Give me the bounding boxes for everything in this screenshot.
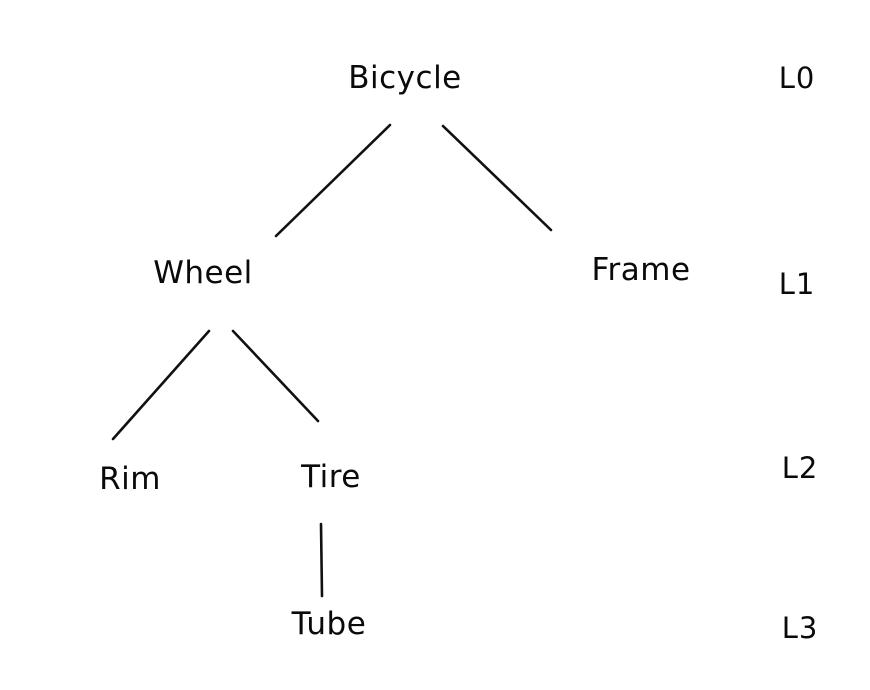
edge-tire-tube	[319, 522, 324, 598]
level-label-l0: L0	[779, 61, 816, 95]
node-tire[interactable]: Tire	[300, 459, 361, 495]
node-rim[interactable]: Rim	[99, 461, 161, 497]
node-frame[interactable]: Frame	[591, 252, 690, 288]
edge-bicycle-wheel	[274, 123, 392, 238]
level-label-l3: L3	[782, 611, 819, 645]
node-tube[interactable]: Tube	[291, 606, 367, 642]
edge-wheel-rim	[111, 329, 211, 441]
level-label-l2: L2	[782, 451, 819, 485]
node-bicycle[interactable]: Bicycle	[348, 60, 462, 96]
edge-wheel-tire	[231, 329, 320, 423]
level-label-l1: L1	[779, 267, 816, 301]
node-wheel[interactable]: Wheel	[153, 255, 253, 291]
level-label-group: L0 L1 L2 L3	[779, 61, 819, 645]
node-group: Bicycle Wheel Frame Rim Tire Tube	[99, 60, 690, 642]
edge-bicycle-frame	[441, 124, 553, 232]
edge-group	[111, 123, 553, 598]
